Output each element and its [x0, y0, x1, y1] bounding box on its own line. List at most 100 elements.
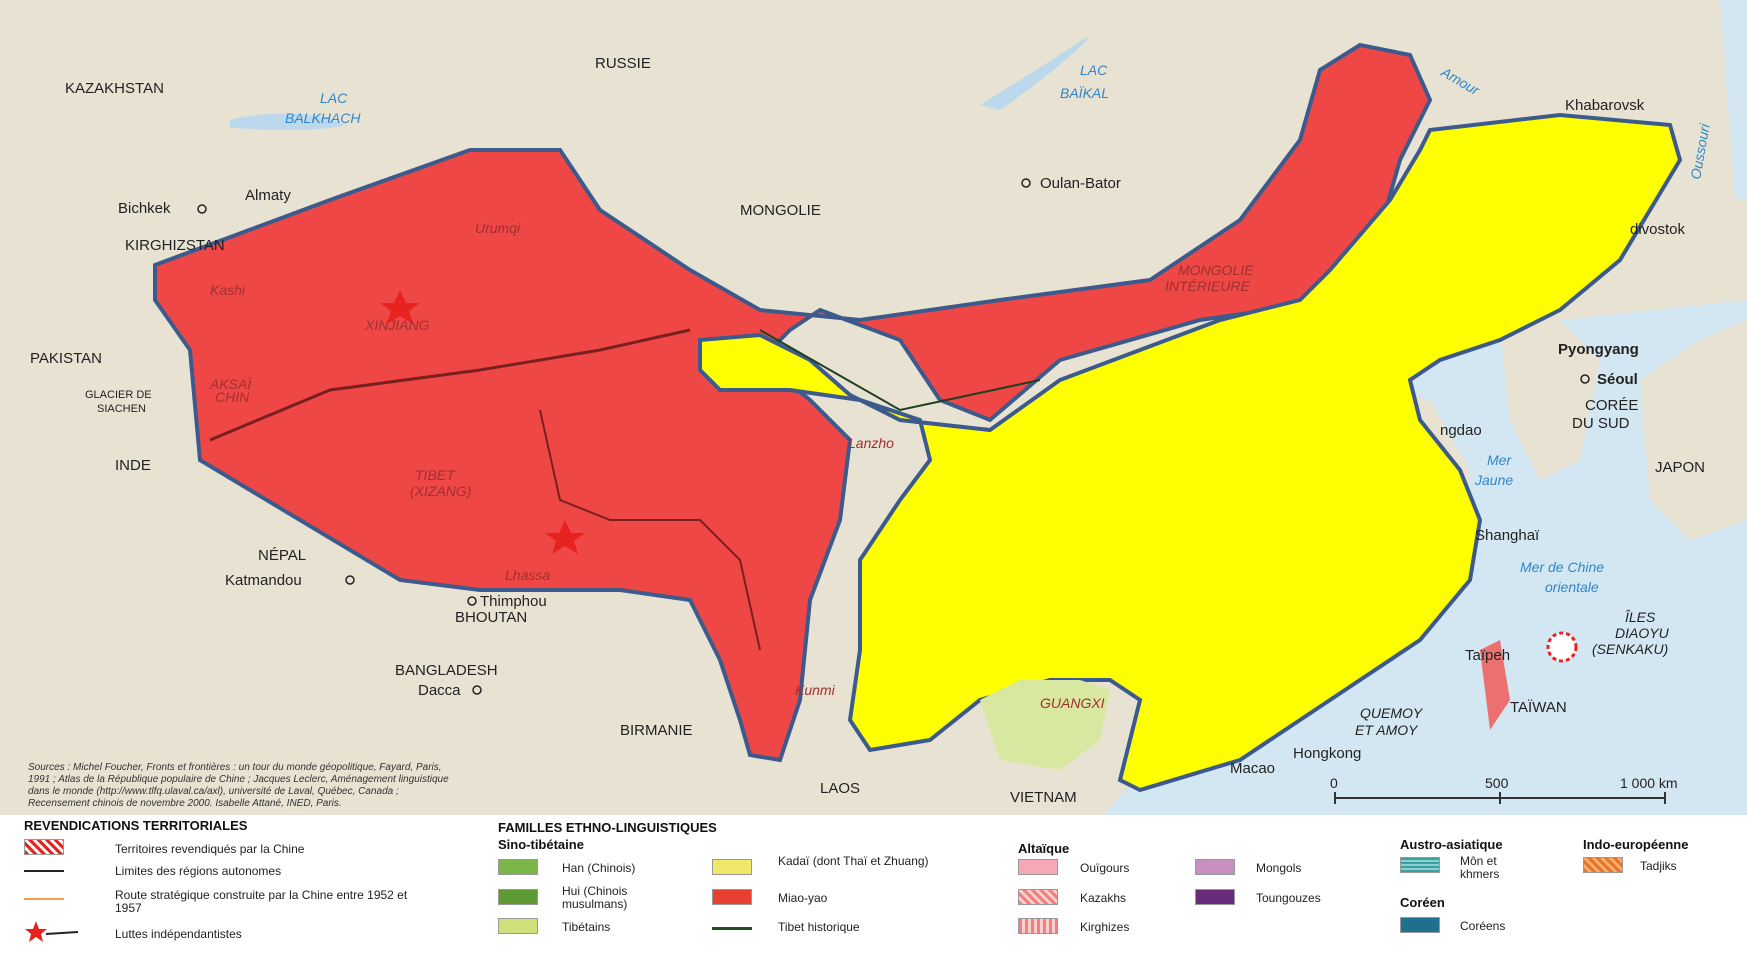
label-lanzhou: Lanzho [848, 435, 894, 451]
label-khabarovsk: Khabarovsk [1565, 97, 1645, 114]
capital-seoul-icon [1580, 374, 1590, 384]
legend-swatch-coreens [1400, 917, 1440, 933]
taiwan-land [1480, 640, 1510, 730]
legend-swatch-kazakhs [1018, 889, 1058, 905]
capital-oulan-bator-icon [1021, 178, 1031, 188]
sources-line-2: 1991 ; Atlas de la République populaire … [28, 774, 449, 785]
label-hongkong: Hongkong [1293, 745, 1361, 762]
label-japon: JAPON [1655, 459, 1705, 476]
label-macao: Macao [1230, 760, 1275, 777]
legend-swatch-han [498, 859, 538, 875]
legend-rev-item-1: Limites des régions autonomes [115, 864, 282, 878]
legend-altai-1: Kazakhs [1080, 891, 1127, 905]
legend-rev-item-2: Route stratégique construite par la Chin… [115, 888, 408, 915]
legend: REVENDICATIONS TERRITORIALES Territoires… [0, 815, 1747, 953]
label-glacier-1: GLACIER DE [85, 389, 152, 401]
label-kashi: Kashi [210, 282, 246, 298]
label-mer-chine-1: Mer de Chine [1520, 559, 1604, 575]
capital-katmandou-icon [345, 575, 355, 585]
label-aksai-1: AKSAÏ [209, 376, 253, 392]
label-glacier-2: SIACHEN [97, 403, 146, 415]
legend-sino-1: Hui (Chinois musulmans) [562, 884, 628, 911]
legend-line-tibet [712, 927, 752, 930]
legend-line-regions [24, 870, 64, 872]
label-tibet: TIBET [415, 467, 456, 483]
label-mongolie-int-1: MONGOLIE [1178, 262, 1254, 278]
label-nepal: NÉPAL [258, 547, 306, 564]
star-xinjiang-icon [380, 290, 420, 324]
legend-indo-0: Tadjiks [1640, 859, 1677, 873]
label-shanghai: Shanghaï [1475, 527, 1540, 544]
label-katmandou: Katmandou [225, 572, 302, 589]
strategic-road [209, 328, 691, 442]
legend-swatch-kirghizes [1018, 918, 1058, 934]
label-kirghizstan: KIRGHIZSTAN [125, 237, 225, 254]
label-taipeh: Taïpeh [1465, 647, 1510, 664]
label-mongolie-int-2: INTÉRIEURE [1165, 278, 1250, 294]
legend-coreen-title: Coréen [1400, 895, 1445, 910]
star-tibet-icon [545, 520, 585, 554]
legend-altai-title: Altaïque [1018, 841, 1070, 856]
legend-coreen-0: Coréens [1460, 919, 1506, 933]
label-qingdao: ngdao [1440, 422, 1482, 439]
scale-label-0: 0 [1330, 775, 1338, 791]
japan-sea-north [1720, 0, 1747, 200]
sources-line-3: dans le monde (http://www.tlfq.ulaval.ca… [28, 786, 399, 797]
capital-bichkek-icon [197, 204, 207, 214]
tibet-border [539, 409, 761, 651]
label-inde: INDE [115, 457, 151, 474]
legend-altai-0: Ouïgours [1080, 861, 1130, 875]
guangxi-area [980, 680, 1110, 770]
legend-swatch-claimed [24, 839, 64, 855]
legend-sino-3: Kadaï (dont Thaï et Zhuang) [778, 854, 929, 868]
label-vladivostok: divostok [1630, 221, 1686, 238]
label-mer-jaune-2: Jaune [1474, 472, 1513, 488]
label-xinjiang: XINJIANG [364, 317, 430, 333]
label-mer-chine-2: orientale [1545, 579, 1599, 595]
label-balkhach-1: LAC [320, 90, 348, 106]
label-pyongyang: Pyongyang [1558, 341, 1639, 358]
label-oulan-bator: Oulan-Bator [1040, 175, 1121, 192]
red-overlay-territory [153, 42, 1433, 763]
yellow-overlay-territory [698, 112, 1683, 793]
legend-swatch-mon [1400, 857, 1440, 873]
label-pakistan: PAKISTAN [30, 350, 102, 367]
legend-austro-title: Austro-asiatique [1400, 837, 1503, 852]
label-bhoutan: BHOUTAN [455, 609, 527, 626]
mongolia-border [759, 329, 1041, 412]
label-aksai-2: CHIN [215, 389, 250, 405]
legend-austro-0: Môn et khmers [1460, 854, 1500, 881]
label-quemoy-1: QUEMOY [1360, 705, 1424, 721]
legend-sino-2: Tibétains [562, 920, 611, 934]
label-kunming: Kunmi [795, 682, 836, 698]
label-baikal-2: BAÏKAL [1060, 85, 1109, 101]
sources-line-1: Sources : Michel Foucher, Fronts et fron… [28, 762, 442, 773]
map-svg: KAZAKHSTAN RUSSIE MONGOLIE KIRGHIZSTAN P… [0, 0, 1747, 820]
legend-swatch-tibetains [498, 918, 538, 934]
label-mongolie: MONGOLIE [740, 202, 821, 219]
legend-line-road [24, 898, 64, 900]
legend-altai-4: Toungouzes [1256, 891, 1321, 905]
lake-balkhach [230, 113, 345, 130]
japan-land [1640, 320, 1747, 540]
legend-rev-item-3: Luttes indépendantistes [115, 927, 242, 941]
label-laos: LAOS [820, 780, 860, 797]
label-coree-sud-1: CORÉE [1585, 397, 1638, 414]
label-lhassa: Lhassa [505, 567, 550, 583]
capital-thimphou-icon [467, 596, 477, 606]
label-dacca: Dacca [418, 682, 461, 699]
legend-fam-title: FAMILLES ETHNO-LINGUISTIQUES [498, 820, 717, 835]
legend-star-icon [25, 921, 79, 942]
label-almaty: Almaty [245, 187, 291, 204]
legend-swatch-hui [498, 889, 538, 905]
legend-swatch-kadai [712, 859, 752, 875]
legend-sino-title: Sino-tibétaine [498, 837, 584, 852]
senkaku-claim-icon [1546, 631, 1578, 663]
legend-swatch-miao [712, 889, 752, 905]
label-birmanie: BIRMANIE [620, 722, 693, 739]
label-quemoy-2: ET AMOY [1355, 722, 1419, 738]
lake-baikal [980, 35, 1090, 110]
label-baikal-1: LAC [1080, 62, 1108, 78]
label-bichkek: Bichkek [118, 200, 171, 217]
legend-sino-5: Tibet historique [778, 920, 860, 934]
